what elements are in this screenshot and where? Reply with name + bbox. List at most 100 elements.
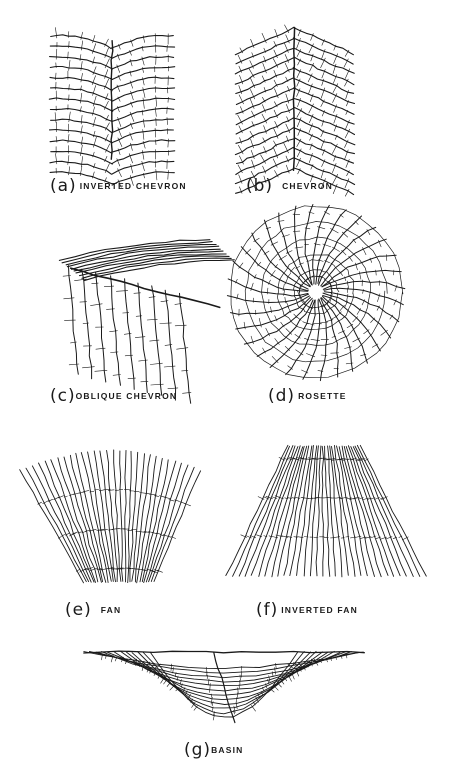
fracture-tick: [149, 362, 163, 365]
fracture-tick: [99, 489, 104, 492]
fracture-tick: [354, 535, 362, 538]
fracture-tick: [245, 248, 251, 255]
fracture-tick: [313, 658, 319, 666]
fracture-tick: [74, 278, 87, 282]
fracture-tick: [319, 658, 322, 663]
fracture-tick: [296, 117, 302, 127]
fracture-tick: [265, 327, 270, 337]
fracture-tick: [280, 321, 285, 328]
drawing-rosette: [226, 204, 406, 382]
fracture-tick: [261, 32, 267, 44]
fracture-tick: [104, 47, 109, 58]
fracture-tick: [213, 711, 215, 716]
fracture-tick: [62, 275, 71, 277]
fracture-tick: [358, 271, 362, 280]
fracture-tick: [67, 123, 69, 133]
fracture-tick: [340, 496, 348, 499]
fracture-tick: [250, 171, 256, 179]
fracture-tick: [160, 300, 169, 303]
fracture-tick: [327, 280, 331, 285]
fracture-line: [50, 150, 113, 165]
fracture-tick: [154, 663, 161, 669]
fracture-line: [111, 129, 174, 144]
fracture-tick: [335, 497, 342, 499]
fracture-tick: [344, 68, 351, 79]
fracture-tick: [93, 130, 96, 138]
fracture-tick: [55, 136, 58, 143]
fracture-tick: [273, 140, 277, 147]
fracture-tick: [285, 93, 290, 104]
fracture-tick: [261, 686, 265, 691]
fracture-tick: [308, 114, 314, 123]
fracture-tick: [284, 296, 286, 304]
fracture-line: [71, 248, 221, 270]
fracture-tick: [293, 313, 298, 318]
fracture-tick: [293, 457, 300, 461]
fracture-tick: [321, 78, 325, 86]
fracture-tick: [326, 319, 334, 322]
fracture-tick: [104, 78, 109, 90]
fracture-line: [136, 651, 312, 709]
fracture-tick: [320, 139, 325, 149]
fracture-tick: [108, 529, 114, 531]
fracture-tick: [350, 536, 357, 539]
fracture-tick: [235, 278, 238, 284]
fracture-tick: [95, 347, 106, 350]
fracture-tick: [80, 144, 83, 156]
fracture-tick: [117, 53, 120, 61]
fracture-line: [129, 451, 139, 583]
fracture-tick: [309, 93, 314, 102]
fracture-tick: [238, 94, 244, 105]
fracture-tick: [359, 458, 366, 462]
fracture-tick: [67, 134, 70, 144]
fracture-tick: [116, 64, 120, 73]
caption-letter: (f): [256, 600, 279, 620]
fracture-tick: [360, 353, 367, 357]
fracture-tick: [317, 259, 324, 262]
fracture-tick: [93, 567, 98, 570]
fracture-tick: [133, 292, 141, 294]
drawing-inverted-chevron: [48, 27, 176, 188]
fracture-tick: [127, 377, 136, 380]
fracture-tick: [345, 497, 352, 500]
fracture-tick: [55, 48, 58, 60]
fracture-tick: [285, 34, 290, 44]
fracture-tick: [263, 250, 270, 255]
fracture-line: [131, 650, 317, 705]
caption-inverted-fan: (f) INVERTED FAN: [256, 600, 358, 620]
fracture-tick: [251, 110, 255, 118]
fracture-tick: [154, 127, 156, 138]
fracture-tick: [332, 174, 339, 185]
fracture-tick: [284, 42, 289, 53]
fracture-tick: [321, 119, 325, 127]
fracture-line: [113, 449, 122, 582]
fracture-tick: [55, 153, 58, 165]
fracture-tick: [275, 662, 277, 669]
fracture-tick: [350, 458, 355, 461]
fracture-tick: [342, 458, 349, 461]
fracture-tick: [257, 496, 265, 500]
fracture-tick: [141, 161, 145, 172]
caption-label: BASIN: [211, 745, 244, 755]
fracture-line: [341, 445, 375, 577]
fracture-line: [343, 446, 382, 578]
fracture-line: [66, 245, 220, 268]
fracture-line: [244, 221, 388, 363]
fracture-tick: [141, 109, 144, 116]
fracture-tick: [321, 159, 326, 167]
fracture-tick: [320, 178, 326, 189]
fracture-tick: [81, 531, 87, 534]
fracture-tick: [334, 134, 338, 140]
fracture-tick: [116, 84, 121, 92]
fracture-tick: [256, 534, 263, 538]
fracture-tick: [333, 114, 338, 124]
fracture-tick: [105, 122, 110, 131]
fracture-tick: [370, 317, 376, 323]
fracture-tick: [379, 497, 384, 500]
fracture-tick: [304, 458, 312, 461]
fracture-tick: [320, 87, 326, 99]
fracture-tick: [371, 343, 379, 348]
fracture-tick: [321, 149, 326, 156]
fracture-tick: [92, 95, 97, 107]
fracture-line: [49, 45, 113, 59]
